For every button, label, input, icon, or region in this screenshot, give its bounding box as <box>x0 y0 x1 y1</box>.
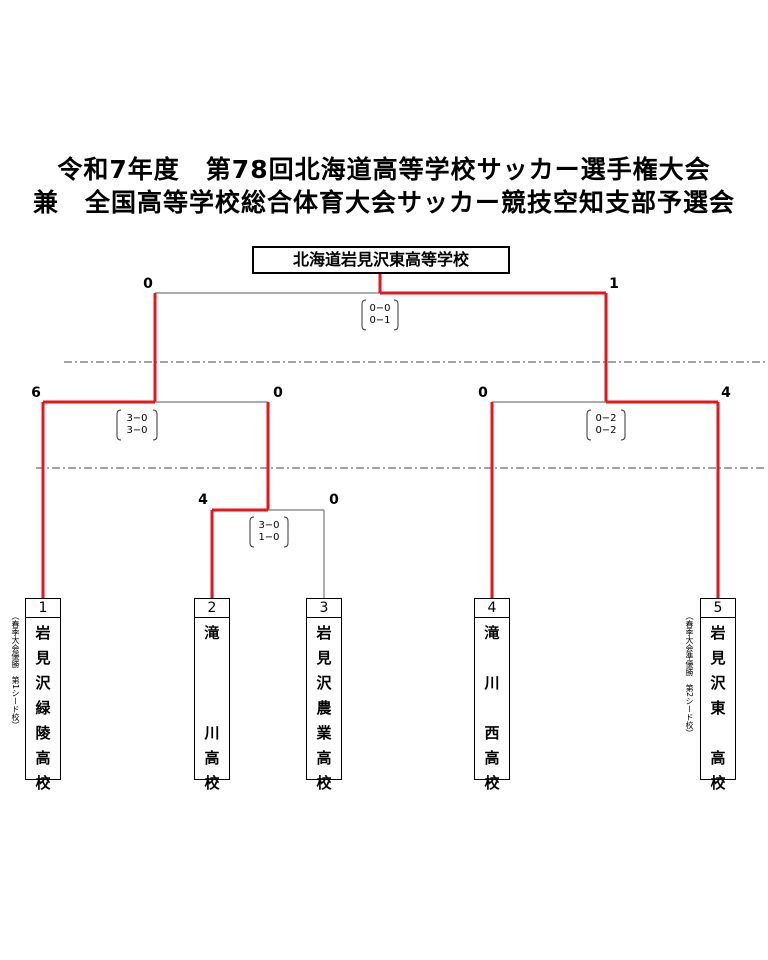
title-line-2: 兼 全国高等学校総合体育大会サッカー競技空知支部予選会 <box>32 188 735 217</box>
score-semi2-left: 0 <box>478 385 488 401</box>
score-qf-right: 0 <box>329 492 339 508</box>
halves-qf: 3−0 1−0 <box>249 520 289 544</box>
score-qf-left: 4 <box>198 492 208 508</box>
team-5-note: （春季大会準優勝 第2シード校） <box>685 612 694 738</box>
halves-semi1-2: 3−0 <box>126 425 148 436</box>
halves-semi2-1: 0−2 <box>595 413 617 424</box>
final-halves-bracket-l <box>361 299 367 331</box>
team-1: 1 岩見沢緑陵高校 <box>25 598 61 792</box>
team-5-name: 岩見沢東 高校 <box>710 624 726 792</box>
halves-qf-2: 1−0 <box>258 532 280 543</box>
semi2-halves-bracket-r <box>620 409 626 441</box>
qf-halves-bracket-r <box>283 516 289 548</box>
team-2-number: 2 <box>195 599 229 618</box>
score-semi1-right: 0 <box>273 385 283 401</box>
team-5: 5 岩見沢東 高校 <box>700 598 736 792</box>
halves-semi2: 0−2 0−2 <box>586 413 626 437</box>
semi2-halves-bracket-l <box>586 409 592 441</box>
team-4-name: 滝 川 西高校 <box>484 624 500 792</box>
halves-qf-1: 3−0 <box>258 520 280 531</box>
halves-semi1-1: 3−0 <box>126 413 148 424</box>
team-3-number: 3 <box>307 599 341 618</box>
score-semi1-left: 6 <box>31 385 41 401</box>
final-halves-bracket-r <box>393 299 399 331</box>
qf-halves-bracket-l <box>249 516 255 548</box>
semi1-halves-bracket-r <box>152 409 158 441</box>
team-2: 2 滝 川高校 <box>194 598 230 792</box>
score-final-left: 0 <box>143 276 153 292</box>
halves-final-2: 0−1 <box>369 315 391 326</box>
halves-final-1: 0−0 <box>369 303 391 314</box>
team-3-name: 岩見沢農業高校 <box>316 624 332 792</box>
team-1-note: （春季大会優勝 第1シード校） <box>11 612 20 730</box>
score-final-right: 1 <box>609 276 619 292</box>
team-4: 4 滝 川 西高校 <box>474 598 510 792</box>
halves-final: 0−0 0−1 <box>360 303 400 327</box>
team-5-number: 5 <box>701 599 735 618</box>
team-1-name: 岩見沢緑陵高校 <box>35 624 51 792</box>
team-3: 3 岩見沢農業高校 <box>306 598 342 792</box>
halves-semi2-2: 0−2 <box>595 425 617 436</box>
title-line-1: 令和7年度 第78回北海道高等学校サッカー選手権大会 <box>57 155 711 184</box>
winner-box: 北海道岩見沢東高等学校 <box>252 246 510 274</box>
team-4-number: 4 <box>475 599 509 618</box>
team-1-number: 1 <box>26 599 60 618</box>
score-semi2-right: 4 <box>721 385 731 401</box>
team-2-name: 滝 川高校 <box>204 624 220 792</box>
semi1-halves-bracket-l <box>116 409 122 441</box>
halves-semi1: 3−0 3−0 <box>117 413 157 437</box>
